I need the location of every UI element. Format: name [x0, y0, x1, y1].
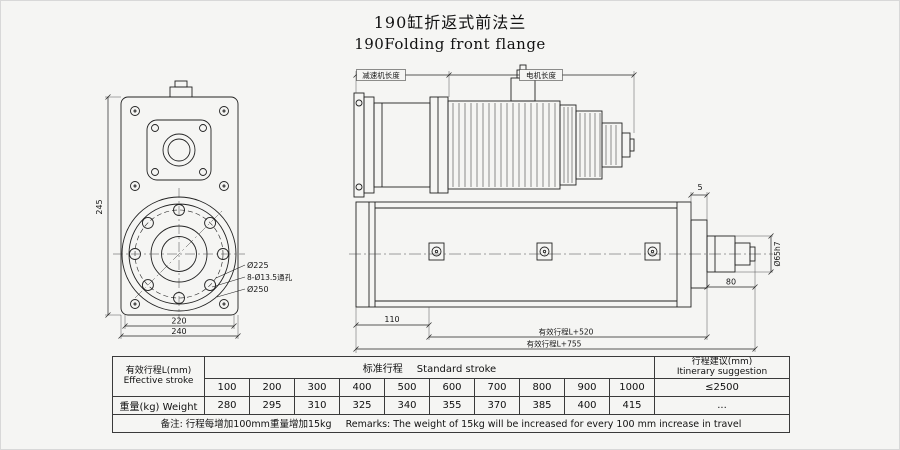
spec-table: 有效行程L(mm) Effective stroke 标准行程 Standard … — [112, 356, 790, 433]
front-dimension-lines — [105, 94, 241, 339]
stroke-value-cell: 700 — [474, 377, 520, 397]
stroke-dim1-label: 有效行程L+520 — [539, 327, 594, 337]
weight-label-en: Weight — [162, 401, 198, 413]
suggestion-header: 行程建议(mm) Itinerary suggestion — [654, 356, 790, 379]
stroke-value-cell: 400 — [339, 377, 385, 397]
stroke-value-cell: 300 — [294, 377, 340, 397]
bolt-circle-label: Ø225 — [247, 260, 269, 270]
effective-stroke-header: 有效行程L(mm) Effective stroke — [112, 356, 205, 397]
stroke-value-cell: 600 — [429, 377, 475, 397]
weight-value-cell: 280 — [204, 395, 250, 415]
motor — [447, 64, 635, 190]
weight-value-cell: 385 — [519, 395, 565, 415]
motor-length-label: 电机长度 — [526, 70, 556, 80]
front-plate — [120, 96, 239, 316]
weight-value-cell: 295 — [249, 395, 295, 415]
motor-connector — [510, 77, 536, 102]
weight-value-cell: 325 — [339, 395, 385, 415]
flange-thickness-label: 5 — [697, 183, 702, 192]
front-corner-bolts — [130, 106, 229, 309]
side-dimension-lines — [353, 72, 774, 352]
suggestion-label-en: Itinerary suggestion — [676, 367, 768, 378]
remarks-cell: 备注: 行程每增加100mm重量增加15kg Remarks: The weigh… — [112, 413, 790, 433]
remarks-row: 备注: 行程每增加100mm重量增加15kg Remarks: The weigh… — [112, 413, 790, 433]
side-view: 减速机长度 电机长度 5 Ø65h7 80 110 有效行程L+520 有效行程… — [349, 64, 782, 353]
front-upper-flange — [146, 119, 212, 181]
weight-value-cell: 400 — [564, 395, 610, 415]
dim-width-outer-label: 240 — [171, 327, 186, 336]
stroke-value-cell: 900 — [564, 377, 610, 397]
sensor-blocks — [428, 242, 661, 261]
weight-value-cell: 340 — [384, 395, 430, 415]
technical-drawing: 245 220 240 Ø225 8-Ø13.5通孔 Ø250 — [95, 64, 782, 353]
reducer — [353, 92, 449, 198]
dim-width-inner-label: 220 — [171, 317, 186, 326]
weight-label-zh: 重量(kg) — [119, 401, 160, 413]
offset-dim-label: 110 — [384, 315, 399, 324]
title-block: 190缸折返式前法兰 190Folding front flange — [1, 9, 899, 53]
page-title-en: 190Folding front flange — [354, 35, 546, 53]
reducer-length-label: 减速机长度 — [362, 70, 400, 80]
suggestion-label-zh: 行程建议(mm) — [691, 357, 753, 367]
effective-stroke-label-en: Effective stroke — [123, 376, 194, 387]
shaft-dia-label: Ø65h7 — [773, 241, 782, 266]
front-leader-lines — [211, 264, 246, 298]
front-centerlines — [113, 188, 245, 320]
page-title-zh: 190缸折返式前法兰 — [373, 13, 527, 32]
front-view: 245 220 240 Ø225 8-Ø13.5通孔 Ø250 — [95, 80, 293, 339]
weight-value-cell: 370 — [474, 395, 520, 415]
stroke-value-cell: 800 — [519, 377, 565, 397]
weight-row: 重量(kg) Weight 280 295 310 325 340 355 37… — [112, 395, 790, 415]
stroke-value-cell: 1000 — [609, 377, 655, 397]
motor-encoder — [601, 122, 623, 168]
stroke-value-cell: 200 — [249, 377, 295, 397]
holes-label: 8-Ø13.5通孔 — [247, 272, 293, 282]
weight-header: 重量(kg) Weight — [112, 395, 205, 415]
stroke-dim2-label: 有效行程L+755 — [527, 339, 582, 349]
weight-value-cell: 415 — [609, 395, 655, 415]
stroke-value-cell: 100 — [204, 377, 250, 397]
header-row: 有效行程L(mm) Effective stroke 标准行程 Standard … — [112, 356, 790, 397]
standard-stroke-header: 标准行程 Standard stroke — [204, 356, 655, 379]
front-flange-shaft — [690, 219, 756, 289]
front-extension-lines — [105, 96, 239, 339]
standard-stroke-label-en: Standard stroke — [416, 363, 497, 375]
remarks-zh: 备注: 行程每增加100mm重量增加15kg — [160, 419, 332, 431]
weight-value-cell: 355 — [429, 395, 475, 415]
front-top-cap — [174, 80, 188, 88]
side-extension-lines — [355, 71, 773, 353]
weight-suggestion-cell: ... — [654, 395, 790, 415]
stroke-value-cell: 500 — [384, 377, 430, 397]
front-top-stub — [169, 86, 193, 98]
dim-height-label: 245 — [95, 199, 104, 214]
length-label-boxes — [356, 69, 563, 81]
shaft-length-label: 80 — [726, 278, 736, 287]
suggestion-value-cell: ≤2500 — [654, 377, 790, 397]
remarks-en: Remarks: The weight of 15kg will be incr… — [345, 419, 742, 431]
cylinder-body — [349, 201, 773, 308]
flange-dia-label: Ø250 — [247, 284, 269, 294]
weight-value-cell: 310 — [294, 395, 340, 415]
effective-stroke-label-zh: 有效行程L(mm) — [125, 366, 192, 376]
standard-stroke-label-zh: 标准行程 — [362, 363, 403, 375]
stroke-values-row: 100 200 300 400 500 600 700 800 900 1000… — [113, 377, 790, 397]
